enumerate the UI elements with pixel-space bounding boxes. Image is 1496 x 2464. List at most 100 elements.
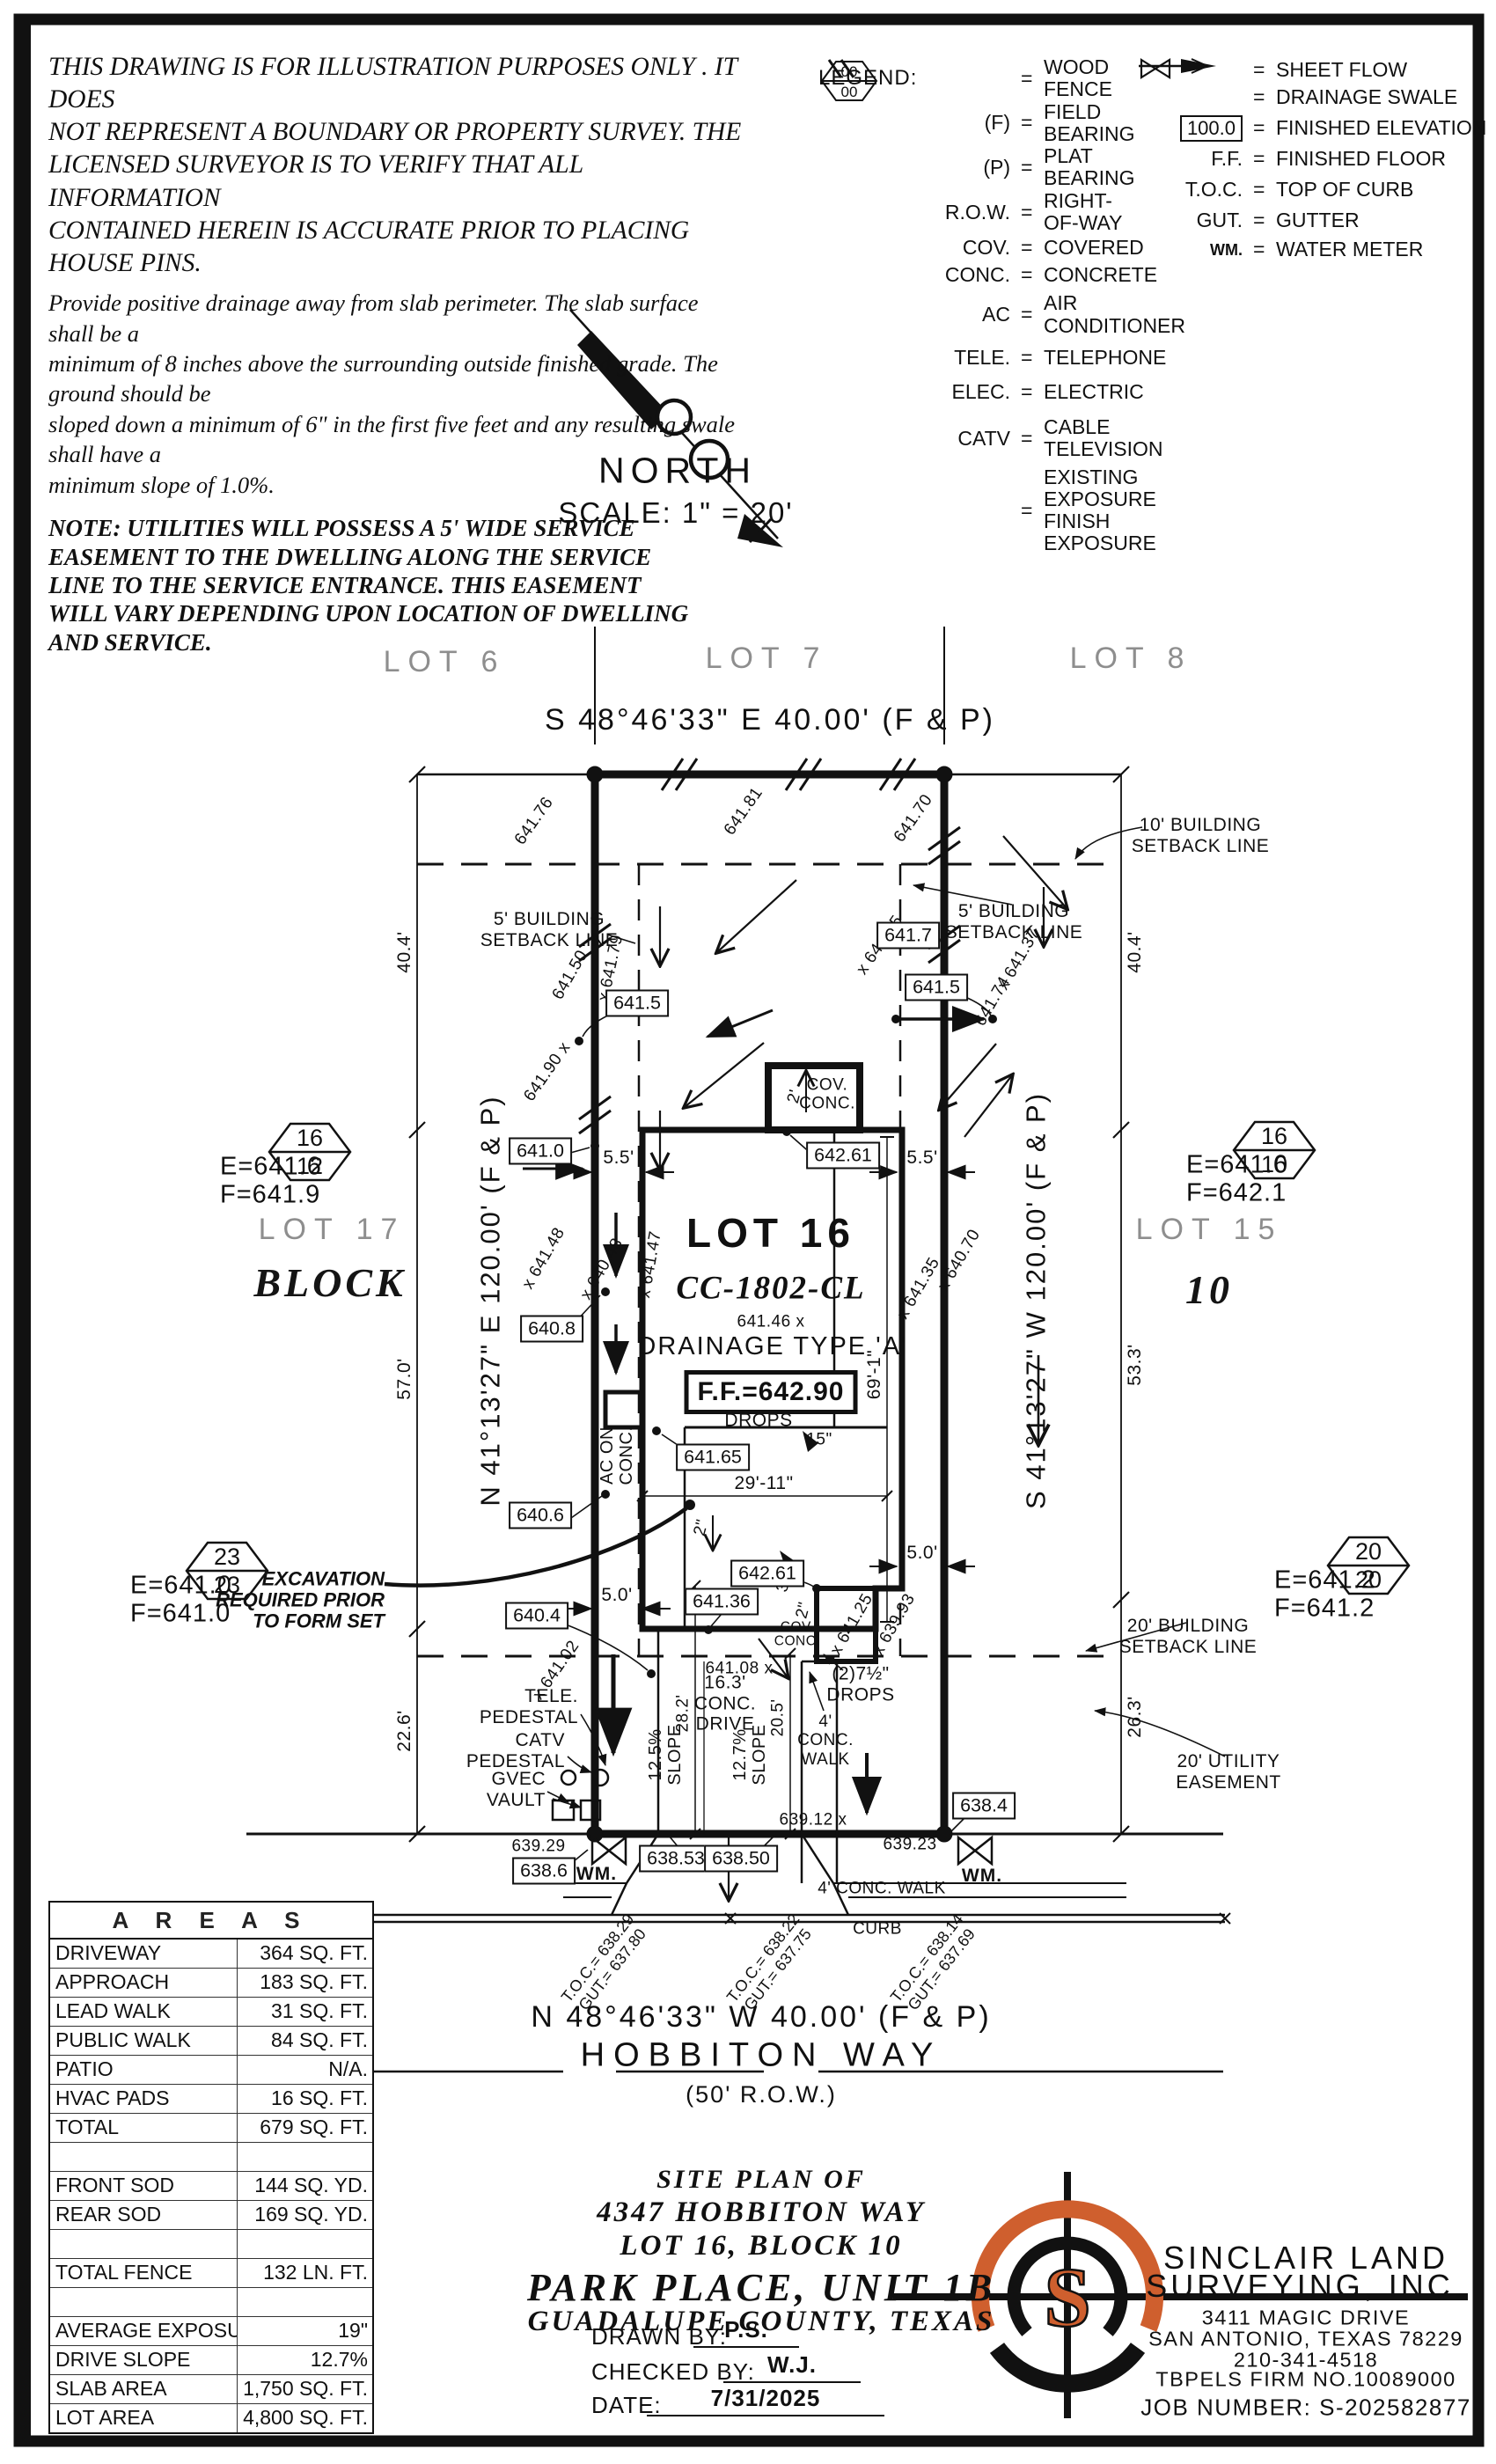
north-label: NORTH <box>598 450 758 491</box>
legend-equals: = <box>1021 200 1033 224</box>
dimension-rails <box>408 766 1130 1843</box>
areas-row-label: FRONT SOD <box>55 2174 175 2196</box>
plat-label: WM. <box>576 1864 618 1885</box>
svg-text:20: 20 <box>1355 1538 1382 1565</box>
legend-label: RIGHT-OF-WAY <box>1044 188 1123 235</box>
finished-elevation-label: 641.7 <box>876 921 940 950</box>
legend-item: COV.=COVERED <box>818 234 1144 261</box>
legend-item: 100.0=FINISHED ELEVATION <box>1137 114 1496 142</box>
disclaimer-note: THIS DRAWING IS FOR ILLUSTRATION PURPOSE… <box>48 51 744 656</box>
legend-equals: = <box>1021 498 1033 522</box>
signature-value: 7/31/2025 <box>710 2385 821 2411</box>
legend-label: FINISHED ELEVATION <box>1276 115 1487 139</box>
areas-row: AVERAGE EXPOSURE19" <box>50 2317 372 2346</box>
legend-symbol: WM. <box>1137 58 1253 258</box>
legend-symbol: GUT. <box>1196 209 1243 231</box>
plat-label: 5.5' <box>603 1148 634 1169</box>
finished-elevation-label: 638.53 <box>639 1844 713 1873</box>
areas-row-label: DRIVE SLOPE <box>55 2348 191 2371</box>
drainage-note-paragraph: Provide positive drainage away from slab… <box>48 290 736 498</box>
svg-text:00: 00 <box>841 84 858 100</box>
plat-label: 20' UTILITY EASEMENT <box>1176 1750 1281 1793</box>
legend-label: WATER METER <box>1276 237 1424 260</box>
finished-elevation-icon: 100.0 <box>1179 114 1243 142</box>
plat-label: WM. <box>961 1866 1003 1887</box>
logo-letter: S <box>1044 2250 1090 2344</box>
plat-label: 5' BUILDING SETBACK LINE <box>944 900 1083 942</box>
signature-underline <box>647 2388 884 2416</box>
legend-symbol: (P) <box>983 155 1010 179</box>
signature-value: W.J. <box>766 2351 818 2378</box>
drainage-swale-arrows <box>523 1006 986 1816</box>
areas-row-label: REAR SOD <box>55 2203 162 2226</box>
legend-left-column: LEGEND:=WOOD FENCE(F)=FIELD BEARING(P)=P… <box>818 55 1185 555</box>
areas-row-label: PUBLIC WALK <box>55 2028 191 2051</box>
job-number: JOB NUMBER: S-202582877 <box>1140 2394 1471 2421</box>
finished-floor-label: F.F.=642.90 <box>684 1370 858 1414</box>
legend-equals: = <box>1253 85 1265 108</box>
legend-label: SHEET FLOW <box>1276 57 1408 81</box>
areas-row-value: 4,800 SQ. FT. <box>237 2404 372 2432</box>
legend-label: FIELD BEARING <box>1044 99 1135 145</box>
legend-label: TELEPHONE <box>1044 345 1167 369</box>
areas-row-value <box>237 2288 372 2316</box>
areas-row-value: 144 SQ. YD. <box>237 2172 372 2200</box>
firm-phone: 210-341-4518 <box>1233 2348 1379 2372</box>
plat-label: GVEC VAULT <box>486 1768 546 1810</box>
legend-symbol: 100.0 <box>1137 114 1253 142</box>
plat-label: 641.08 x <box>705 1659 774 1678</box>
legend-item: AC=AIR CONDITIONER <box>818 292 1185 337</box>
water-meter-icon: WM. <box>1140 58 1243 258</box>
signature-underline <box>693 2320 799 2348</box>
areas-row-label: LEAD WALK <box>55 1999 171 2022</box>
page-frame <box>13 13 1485 2447</box>
legend-equals: = <box>1021 426 1033 450</box>
legend-symbol: CONC. <box>944 263 1010 287</box>
plat-label: N 41°13'27" E 120.00' (F & P) <box>474 1095 506 1507</box>
areas-row-value <box>237 2230 372 2258</box>
finished-elevation-label: 642.61 <box>730 1559 804 1588</box>
areas-row-label <box>50 2230 237 2258</box>
firm-license-number: TBPELS FIRM NO.10089000 <box>1155 2367 1456 2391</box>
firm-name-line2: SURVEYING, INC. <box>1146 2268 1466 2304</box>
legend-item: R.O.W.=RIGHT-OF-WAY <box>818 188 1135 235</box>
areas-row-label <box>50 2288 237 2316</box>
areas-row-label: TOTAL FENCE <box>55 2261 193 2284</box>
plat-label: CURB <box>853 1919 902 1939</box>
plat-label: 12.5% SLOPE <box>646 1724 685 1786</box>
areas-row-label: APPROACH <box>55 1970 170 1993</box>
finished-elevation-label: 641.5 <box>605 989 669 1017</box>
legend-item: ELEC.=ELECTRIC <box>818 378 1144 406</box>
finished-elevation-label: 640.4 <box>505 1602 568 1630</box>
areas-row-value <box>237 2143 372 2171</box>
legend-equals: = <box>1021 236 1033 260</box>
plat-label: 5.0' <box>906 1543 938 1564</box>
legend-item: LEGEND:=WOOD FENCE <box>818 55 1135 101</box>
legend-symbol: ELEC. <box>951 379 1010 403</box>
legend-equals: = <box>1021 379 1033 403</box>
legend-equals: = <box>1253 209 1265 231</box>
finished-elevation-label: 638.50 <box>704 1844 778 1873</box>
plat-label: 26.3' <box>1125 1696 1146 1738</box>
plat-label: 5.0' <box>601 1585 633 1606</box>
plat-label: 12.7% SLOPE <box>730 1724 769 1786</box>
legend-symbol: COV. <box>962 236 1010 260</box>
legend-equals: = <box>1021 66 1033 90</box>
areas-row <box>50 2143 372 2172</box>
legend-label: FINISHED FLOOR <box>1276 146 1446 170</box>
legend-equals: = <box>1021 155 1033 179</box>
plat-label: COV. CONC. <box>774 1619 821 1649</box>
